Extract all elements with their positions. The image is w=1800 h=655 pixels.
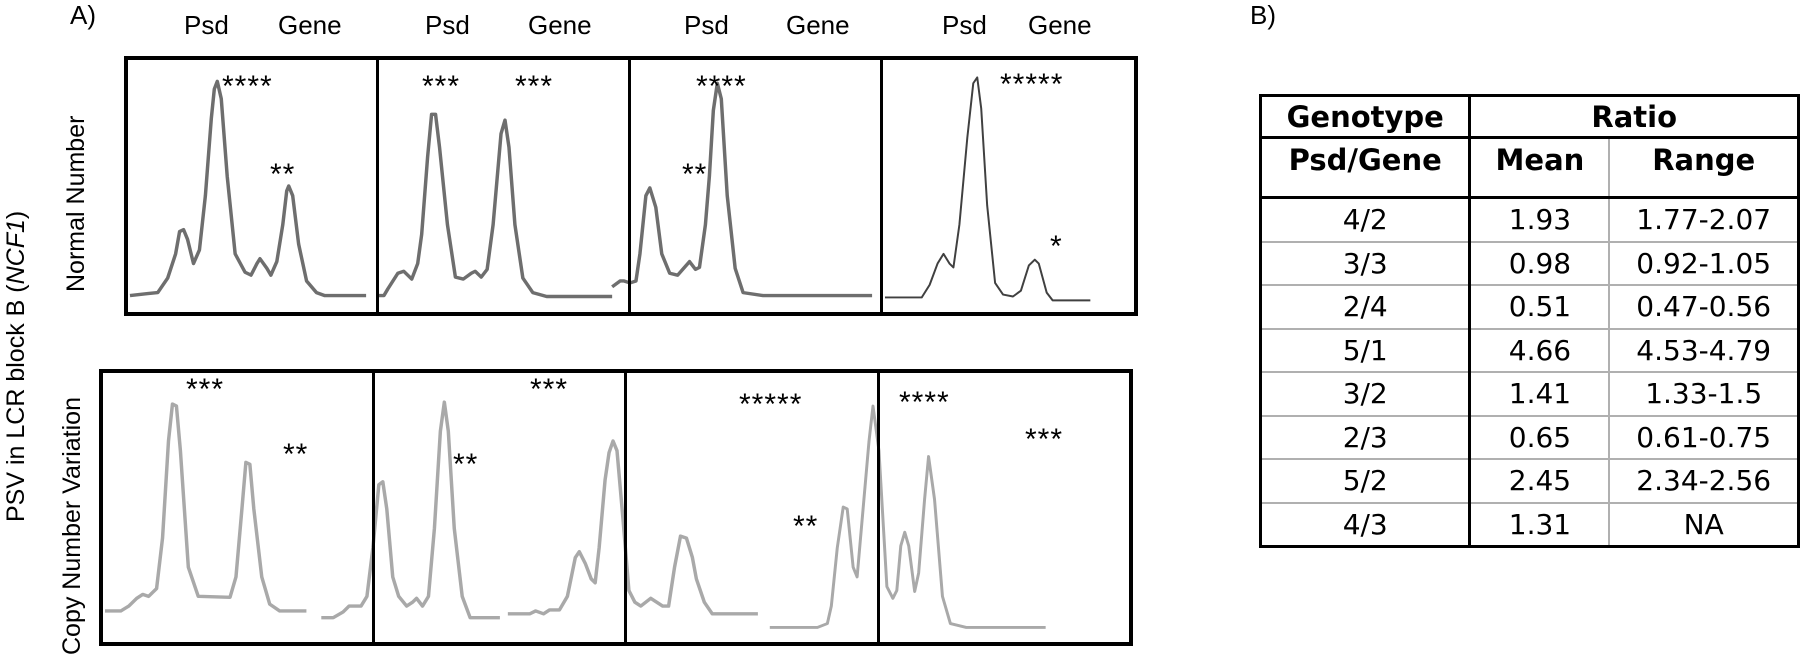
genotype-ratio-table: Genotype Ratio Psd/Gene Mean Range 4/2 1… [1259,94,1800,548]
cell-genotype: 2/3 [1260,415,1472,460]
table-row: 5/1 4.66 4.53-4.79 [1260,328,1799,373]
cell-mean: 1.41 [1469,372,1611,417]
table-row: 2/4 0.51 0.47-0.56 [1260,285,1799,330]
n2-gene-stars: *** [515,70,554,103]
th-ratio: Ratio [1469,95,1799,139]
normal-traces [129,76,1091,302]
cnv-divider-2 [624,371,627,644]
y-axis-title: PSV in LCR block B (NCF1) [2,211,31,522]
cell-range: 2.34-2.56 [1609,459,1799,504]
table-row: 3/3 0.98 0.92-1.05 [1260,241,1799,286]
n1-psd-stars: **** [222,70,273,103]
cnv-divider-3 [877,371,880,644]
normal-number-plot-strip [124,56,1138,316]
cell-mean: 0.98 [1469,241,1611,286]
cell-genotype: 3/3 [1260,241,1472,286]
n3-psd-stars: ** [682,158,708,191]
cell-mean: 1.93 [1469,197,1611,243]
th-genotype: Genotype [1260,95,1472,139]
panel-a-label: A) [70,0,96,30]
panel-b-label: B) [1250,0,1276,30]
th-mean: Mean [1469,137,1611,199]
c2-psd-stars: ** [453,448,479,481]
n4-gene-stars: * [1050,230,1063,263]
cell-genotype: 4/3 [1260,502,1472,547]
c3-psd-stars: ***** [739,388,803,421]
col1-gene-label: Gene [278,10,342,40]
trace-cnv-1 [104,402,307,613]
cell-range: 4.53-4.79 [1609,328,1799,373]
cell-mean: 4.66 [1469,328,1611,373]
row-label-normal: Normal Number [62,115,90,292]
cell-mean: 0.65 [1469,415,1611,460]
cell-range: 1.33-1.5 [1609,372,1799,417]
normal-divider-1 [376,58,379,314]
col3-gene-label: Gene [786,10,850,40]
y-axis-title-close: ) [2,210,30,220]
y-axis-title-text: PSV in LCR block B ( [2,284,30,522]
c1-gene-stars: ** [283,438,309,471]
trace-cnv-2 [321,400,500,620]
col4-psd-label: Psd [942,10,987,40]
y-axis-title-gene: NCF1 [2,219,30,285]
table-row: 4/3 1.31 NA [1260,502,1799,547]
normal-divider-3 [880,58,883,314]
table-row: 4/2 1.93 1.77-2.07 [1260,197,1799,243]
trace-normal-2 [376,112,613,299]
cell-range: NA [1683,507,1724,541]
cell-genotype: 5/1 [1260,328,1472,373]
cell-range: 0.92-1.05 [1609,241,1799,286]
col2-psd-label: Psd [425,10,470,40]
cell-range: 1.77-2.07 [1609,197,1799,243]
cell-genotype: 5/2 [1260,459,1472,504]
n4-psd-stars: ***** [1000,68,1064,101]
trace-normal-1 [129,79,367,298]
cell-range: 0.61-0.75 [1609,415,1799,460]
cell-mean: 0.51 [1469,285,1611,330]
cell-genotype: 4/2 [1260,197,1472,243]
th-range: Range [1609,137,1799,199]
table-row: 5/2 2.45 2.34-2.56 [1260,459,1799,504]
row-label-cnv: Copy Number Variation [58,397,86,655]
cnv-traces [104,400,1046,629]
trace-cnv-4 [769,404,1046,629]
c3-gene-stars: ** [793,510,819,543]
cell-mean: 1.31 [1469,502,1611,547]
n3-gene-stars: **** [696,70,747,103]
th-psd-gene: Psd/Gene [1260,137,1472,199]
col3-psd-label: Psd [684,10,729,40]
c4-psd-stars: **** [899,386,950,419]
cell-genotype: 3/2 [1260,372,1472,417]
cnv-divider-1 [372,371,375,644]
n2-psd-stars: *** [422,70,461,103]
cell-range: 0.47-0.56 [1609,285,1799,330]
c2-gene-stars: *** [530,373,569,406]
c4-gene-stars: *** [1025,423,1064,456]
cnv-plot-strip [99,369,1133,646]
col2-gene-label: Gene [528,10,592,40]
col4-gene-label: Gene [1028,10,1092,40]
n1-gene-stars: ** [270,158,296,191]
col1-psd-label: Psd [184,10,229,40]
trace-cnv-3 [507,439,758,616]
normal-divider-2 [628,58,631,314]
table-row: 2/3 0.65 0.61-0.75 [1260,415,1799,460]
c1-psd-stars: *** [186,373,225,406]
cell-genotype: 2/4 [1260,285,1472,330]
trace-normal-3 [611,81,873,298]
trace-normal-4 [884,76,1091,302]
table-row: 3/2 1.41 1.33-1.5 [1260,372,1799,417]
cell-mean: 2.45 [1469,459,1611,504]
